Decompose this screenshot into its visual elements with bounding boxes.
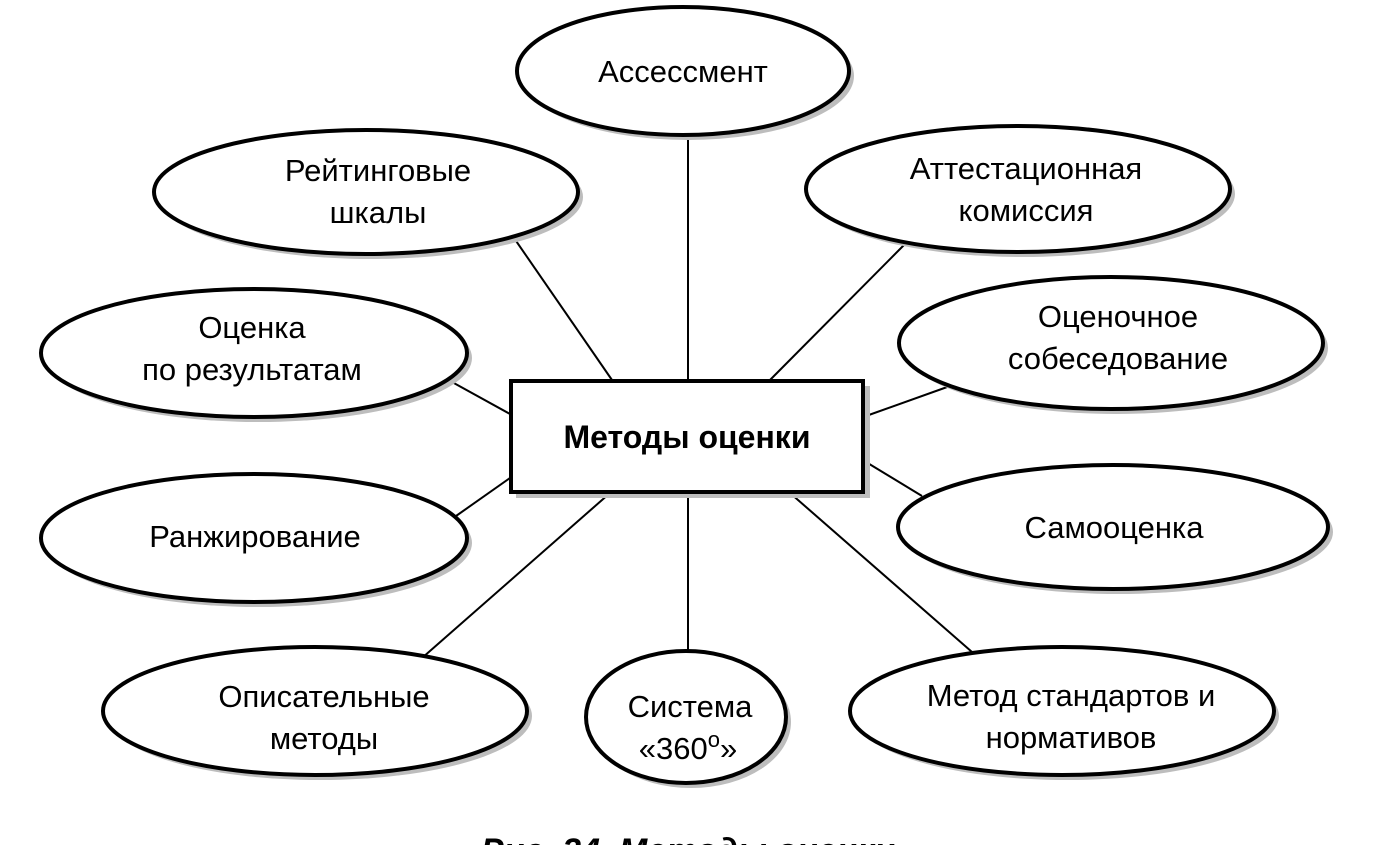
- center-node: Методы оценки: [509, 379, 870, 498]
- node-descriptive-line-2: методы: [270, 721, 378, 756]
- node-descriptive: Описательные методы: [101, 645, 532, 780]
- node-ranking: Ранжирование: [39, 472, 472, 607]
- node-descriptive-shape: [101, 645, 529, 777]
- center-label: Методы оценки: [564, 419, 811, 455]
- node-standards: Метод стандартов и нормативов: [848, 645, 1279, 780]
- node-system360-degree: о: [708, 727, 720, 752]
- node-results-line-2: по результатам: [142, 352, 362, 387]
- node-assessment-label: Ассессмент: [598, 54, 768, 89]
- connector-self: [865, 461, 923, 497]
- node-assessment: Ассессмент: [515, 5, 854, 140]
- node-rating-line-1: Рейтинговые: [285, 153, 471, 188]
- node-interview-shape: [897, 275, 1325, 411]
- node-standards-shape: [848, 645, 1276, 777]
- node-attestation: Аттестационная комиссия: [804, 124, 1235, 257]
- center-box: [509, 379, 865, 494]
- connector-rating: [513, 237, 613, 381]
- node-ranking-shape: [39, 472, 469, 604]
- connector-standards: [789, 492, 973, 653]
- node-system360-number: «360: [639, 731, 708, 766]
- connector-ranking: [455, 477, 511, 517]
- node-standards-line-1: Метод стандартов и: [927, 678, 1216, 713]
- node-system360-shape: [584, 649, 788, 785]
- node-rating: Рейтинговые шкалы: [152, 128, 583, 259]
- node-rating-line-2: шкалы: [330, 195, 427, 230]
- node-standards-line-2: нормативов: [986, 720, 1157, 755]
- node-system360-line-1: Система: [628, 689, 754, 724]
- node-assessment-shape: [515, 5, 851, 137]
- connector-interview: [865, 385, 951, 417]
- node-self-label: Самооценка: [1024, 510, 1204, 545]
- node-interview: Оценочное собеседование: [897, 275, 1328, 414]
- connector-results: [451, 381, 511, 415]
- node-self: Самооценка: [896, 463, 1333, 594]
- node-results-line-1: Оценка: [198, 310, 306, 345]
- node-interview-line-2: собеседование: [1008, 341, 1228, 376]
- node-interview-line-1: Оценочное: [1038, 299, 1198, 334]
- node-results: Оценка по результатам: [39, 287, 472, 422]
- node-self-shape: [896, 463, 1330, 591]
- node-attestation-shape: [804, 124, 1232, 254]
- node-system360-quote-close: »: [720, 731, 737, 766]
- figure-caption: Рис. 24. Методы оценки: [481, 832, 895, 845]
- connector-descriptive: [421, 492, 611, 659]
- node-system360-line-2: «360о»: [639, 727, 737, 766]
- node-rating-shape: [152, 128, 580, 256]
- node-ranking-label: Ранжирование: [149, 519, 361, 554]
- connectors: [421, 138, 973, 659]
- node-attestation-line-2: комиссия: [959, 193, 1094, 228]
- node-descriptive-line-1: Описательные: [218, 679, 429, 714]
- node-attestation-line-1: Аттестационная: [910, 151, 1142, 186]
- node-system360: Система «360о»: [584, 649, 791, 788]
- connector-attestation: [769, 243, 906, 381]
- node-results-shape: [39, 287, 469, 419]
